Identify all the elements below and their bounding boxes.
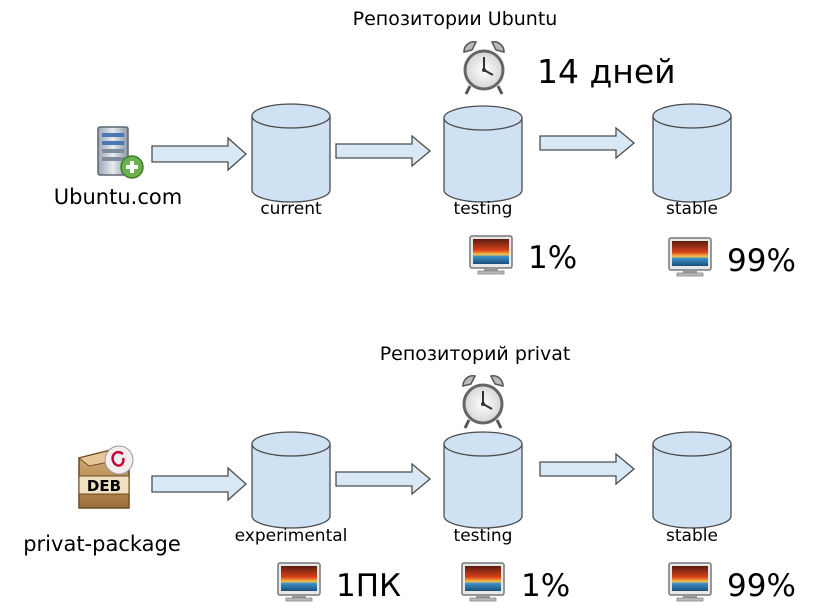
alarm-clock-icon (463, 41, 505, 95)
repository-cylinder (251, 431, 331, 529)
repo-label: stable (666, 526, 718, 546)
stable-percent: 99% (727, 568, 796, 604)
experimental-count: 1ПК (336, 568, 401, 604)
alarm-clock-icon (462, 375, 504, 429)
repository-cylinder (652, 431, 732, 529)
testing-percent: 1% (521, 568, 570, 604)
monitor-icon (277, 562, 321, 602)
deb-label: DEB (87, 477, 121, 495)
testing-percent: 1% (528, 240, 577, 276)
flow-arrow (539, 452, 636, 486)
flow-arrow (335, 134, 432, 168)
timer-label: 14 дней (537, 52, 676, 91)
repository-cylinder (443, 105, 523, 203)
monitor-icon (668, 237, 712, 277)
bottom-title: Репозиторий privat (380, 343, 571, 365)
flow-arrow (151, 466, 247, 502)
top-title: Репозитории Ubuntu (353, 8, 558, 30)
flow-arrow (151, 136, 247, 172)
repo-label: experimental (235, 526, 348, 546)
repo-label: testing (454, 199, 513, 219)
repo-label: stable (666, 199, 718, 219)
monitor-icon (461, 562, 505, 602)
repository-cylinder (443, 431, 523, 529)
source-label: privat-package (23, 532, 181, 556)
deb-package-icon: DEB (77, 445, 134, 509)
repository-cylinder (251, 103, 331, 203)
server-add-icon (97, 126, 144, 179)
monitor-icon (469, 235, 513, 275)
repo-label: testing (454, 526, 513, 546)
stable-percent: 99% (727, 243, 796, 279)
flow-arrow (539, 126, 636, 160)
flow-arrow (335, 462, 432, 496)
monitor-icon (668, 562, 712, 602)
repo-label: current (260, 199, 322, 219)
repository-cylinder (652, 103, 732, 203)
source-label: Ubuntu.com (54, 185, 182, 209)
